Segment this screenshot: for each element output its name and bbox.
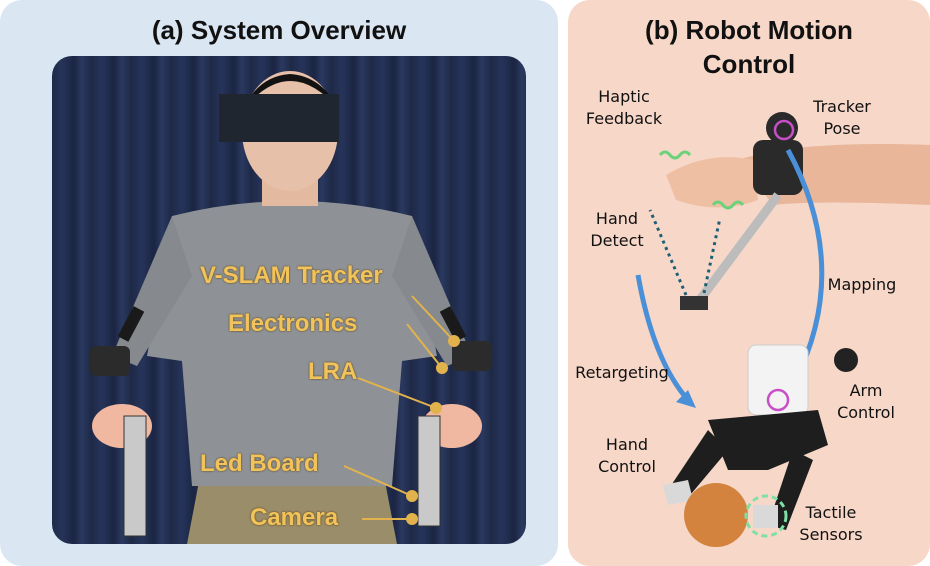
system-overview-photo: V-SLAM Tracker Electronics LRA Led Board… [52, 56, 526, 544]
label-tracker-line2: Pose [823, 119, 861, 138]
panel-a-title: (a) System Overview [151, 15, 407, 45]
label-haptic-feedback: Haptic Feedback [584, 86, 664, 130]
label-hand-detect-line2: Detect [590, 231, 644, 250]
panel-b-title-line1: (b) Robot Motion [645, 15, 853, 45]
panel-b-title-line2: Control [702, 49, 796, 79]
label-tracker-line1: Tracker [813, 97, 871, 116]
label-electronics: Electronics [228, 310, 358, 337]
face-censor-bar [219, 94, 339, 142]
label-tracker-pose: Tracker Pose [806, 96, 878, 140]
label-hand-detect: Hand Detect [584, 208, 650, 252]
label-v-slam-tracker: V-SLAM Tracker [200, 262, 383, 289]
label-tactile-sensors: Tactile Sensors [794, 502, 868, 546]
panel-system-overview: (a) System Overview [0, 0, 558, 566]
label-hand-control-line2: Control [598, 457, 656, 476]
label-haptic-line1: Haptic [598, 87, 650, 106]
label-camera: Camera [250, 504, 339, 531]
label-tactile-line2: Sensors [799, 525, 863, 544]
label-tactile-line1: Tactile [805, 503, 857, 522]
label-arm-control-line1: Arm [849, 381, 883, 400]
label-hand-detect-line1: Hand [595, 209, 639, 228]
label-mapping: Mapping [827, 275, 897, 294]
label-hand-control-line1: Hand [605, 435, 649, 454]
robot-control-illustration [635, 112, 930, 547]
label-arm-control: Arm Control [830, 380, 902, 424]
label-lra: LRA [308, 358, 358, 385]
panel-robot-motion-control: (b) Robot Motion Control [568, 0, 930, 566]
person-wearing-gloves-illustration [90, 71, 492, 544]
label-hand-control: Hand Control [592, 434, 662, 478]
label-arm-control-line2: Control [837, 403, 895, 422]
label-retargeting: Retargeting [575, 363, 669, 382]
label-haptic-line2: Feedback [585, 109, 663, 128]
label-led-board: Led Board [200, 450, 319, 477]
